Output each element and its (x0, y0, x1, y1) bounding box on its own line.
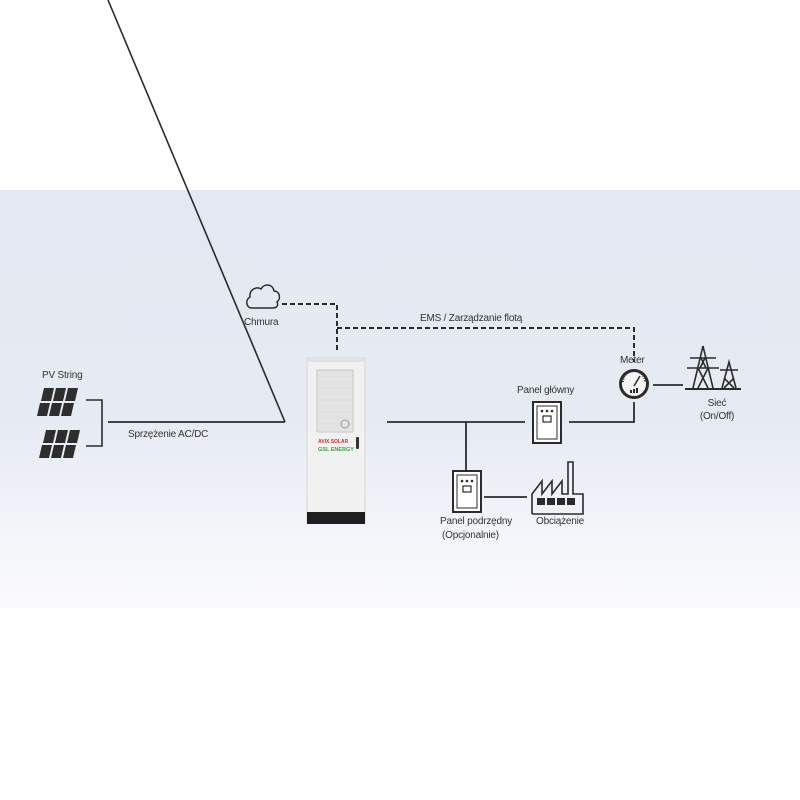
svg-text:AVIX SOLAR: AVIX SOLAR (318, 439, 349, 445)
battery-cabinet-icon: AVIX SOLAR GSL ENERGY (306, 357, 366, 524)
svg-text:GSL ENERGY: GSL ENERGY (318, 447, 354, 453)
meter-label: Meter (620, 355, 645, 366)
diagram-background (0, 190, 800, 608)
pv-connector-line (86, 0, 286, 447)
ems-dashed-line (282, 303, 635, 362)
factory-windows (537, 498, 575, 505)
solar-panel-icon (37, 388, 80, 458)
grid-status-label: (On/Off) (699, 411, 735, 422)
cloud-icon (246, 284, 281, 309)
cloud-label: Chmura (244, 317, 279, 328)
meter-gauge-icon (619, 369, 649, 399)
load-label: Obciążenie (536, 516, 585, 527)
grid-label: Sieć (707, 398, 727, 409)
main-panel-label: Panel główny (517, 385, 575, 396)
sub-panel-label: Panel podrzędny (440, 516, 513, 527)
sub-panel-optional-label: (Opcjonalnie) (442, 530, 499, 541)
coupling-label: Sprzężenie AC/DC (128, 429, 209, 440)
main-bus-line (387, 384, 683, 498)
pv-string-label: PV String (42, 370, 83, 381)
sub-panel-icon (452, 470, 482, 513)
power-tower-icon (685, 345, 741, 390)
factory-icon (531, 461, 584, 515)
main-panel-icon (532, 401, 562, 444)
ems-label: EMS / Zarządzanie flotą (420, 313, 523, 324)
